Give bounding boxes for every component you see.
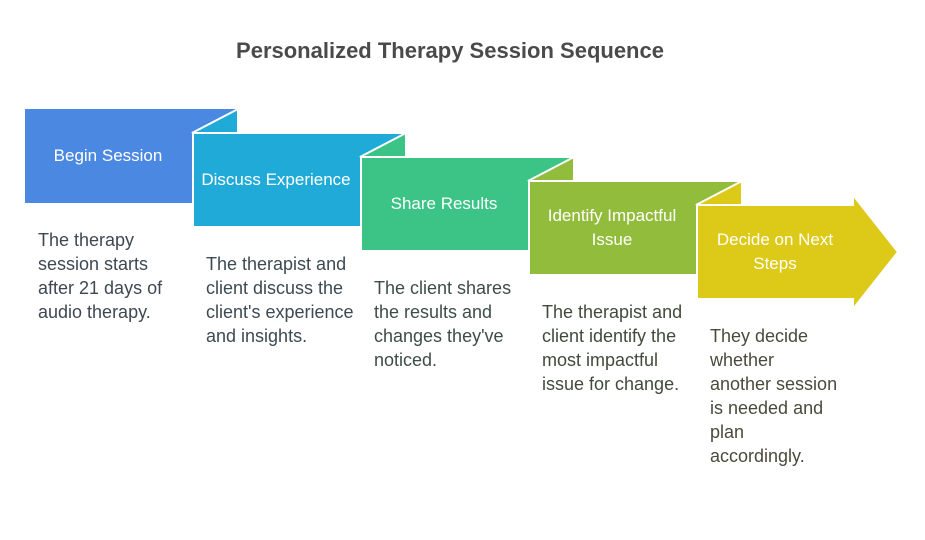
step-description-begin-session: The therapy session starts after 21 days…	[38, 230, 163, 322]
step-arrow-next-steps	[696, 192, 900, 312]
step-label-discuss-experience: Discuss Experience	[201, 170, 351, 189]
step-label-share-results: Share Results	[390, 194, 498, 213]
step-label-identify-issue: Identify Impactful Issue	[547, 206, 677, 249]
step-description-identify-issue: The therapist and client identify the mo…	[542, 302, 683, 394]
diagram-title: Personalized Therapy Session Sequence	[236, 38, 664, 63]
step-description-discuss-experience: The therapist and client discuss the cli…	[206, 254, 354, 346]
step-description-next-steps: They decide whether another session is n…	[710, 326, 838, 466]
step-label-next-steps: Decide on Next Steps	[716, 230, 834, 273]
step-box-begin-session	[25, 109, 238, 203]
step-description-share-results: The client shares the results and change…	[374, 278, 512, 370]
step-label-begin-session: Begin Session	[53, 146, 163, 165]
